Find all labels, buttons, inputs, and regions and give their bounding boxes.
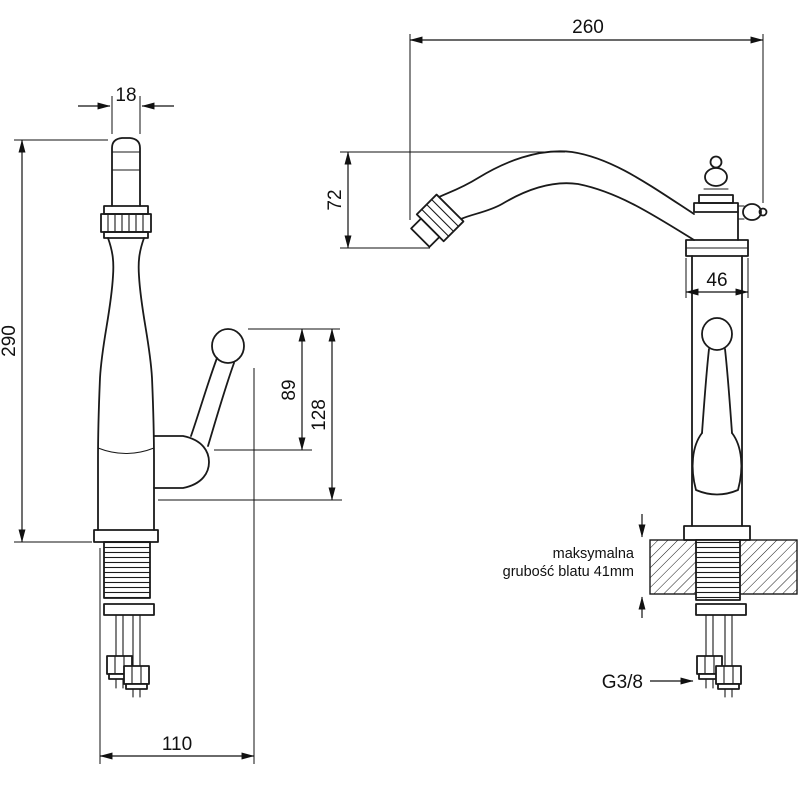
dim-diameter-label: 46 — [706, 270, 727, 291]
countertop-note-line2: grubość blatu 41mm — [503, 564, 634, 580]
front-body-left-edge — [97, 237, 115, 531]
dim-spout-width-label: 18 — [115, 85, 136, 106]
aerator-knurl — [107, 214, 144, 232]
dimension-lines — [14, 34, 764, 764]
spout-upper-edge — [438, 150, 695, 215]
dim-handle-total-label: 128 — [309, 399, 330, 431]
dim-reach-label: 260 — [572, 17, 604, 38]
dim-drop-label: 72 — [325, 189, 346, 210]
front-spout-tube — [111, 137, 141, 207]
side-handle-knob — [701, 317, 733, 351]
side-threaded-shank — [695, 539, 741, 601]
front-handle-knob — [211, 328, 245, 364]
front-threaded-shank — [103, 541, 151, 599]
dimension-labels: 18 290 89 128 110 260 72 46 maksymalna g… — [0, 17, 728, 755]
dim-handle-height-label: 89 — [279, 379, 300, 400]
spout-outlet — [410, 193, 465, 248]
countertop-note-line1: maksymalna — [553, 546, 635, 562]
side-knob — [742, 203, 762, 221]
spout-lower-edge — [460, 182, 695, 241]
dim-height-label: 290 — [0, 325, 20, 357]
front-body-right-edge — [137, 237, 155, 531]
front-handle-joint — [153, 435, 210, 489]
dim-base-width-label: 110 — [162, 734, 192, 755]
front-faucet-outline — [93, 137, 245, 698]
side-faucet-outline — [410, 150, 768, 698]
thread-size-label: G3/8 — [602, 672, 643, 693]
extension-lines — [14, 34, 764, 764]
side-handle-joint — [691, 432, 743, 496]
